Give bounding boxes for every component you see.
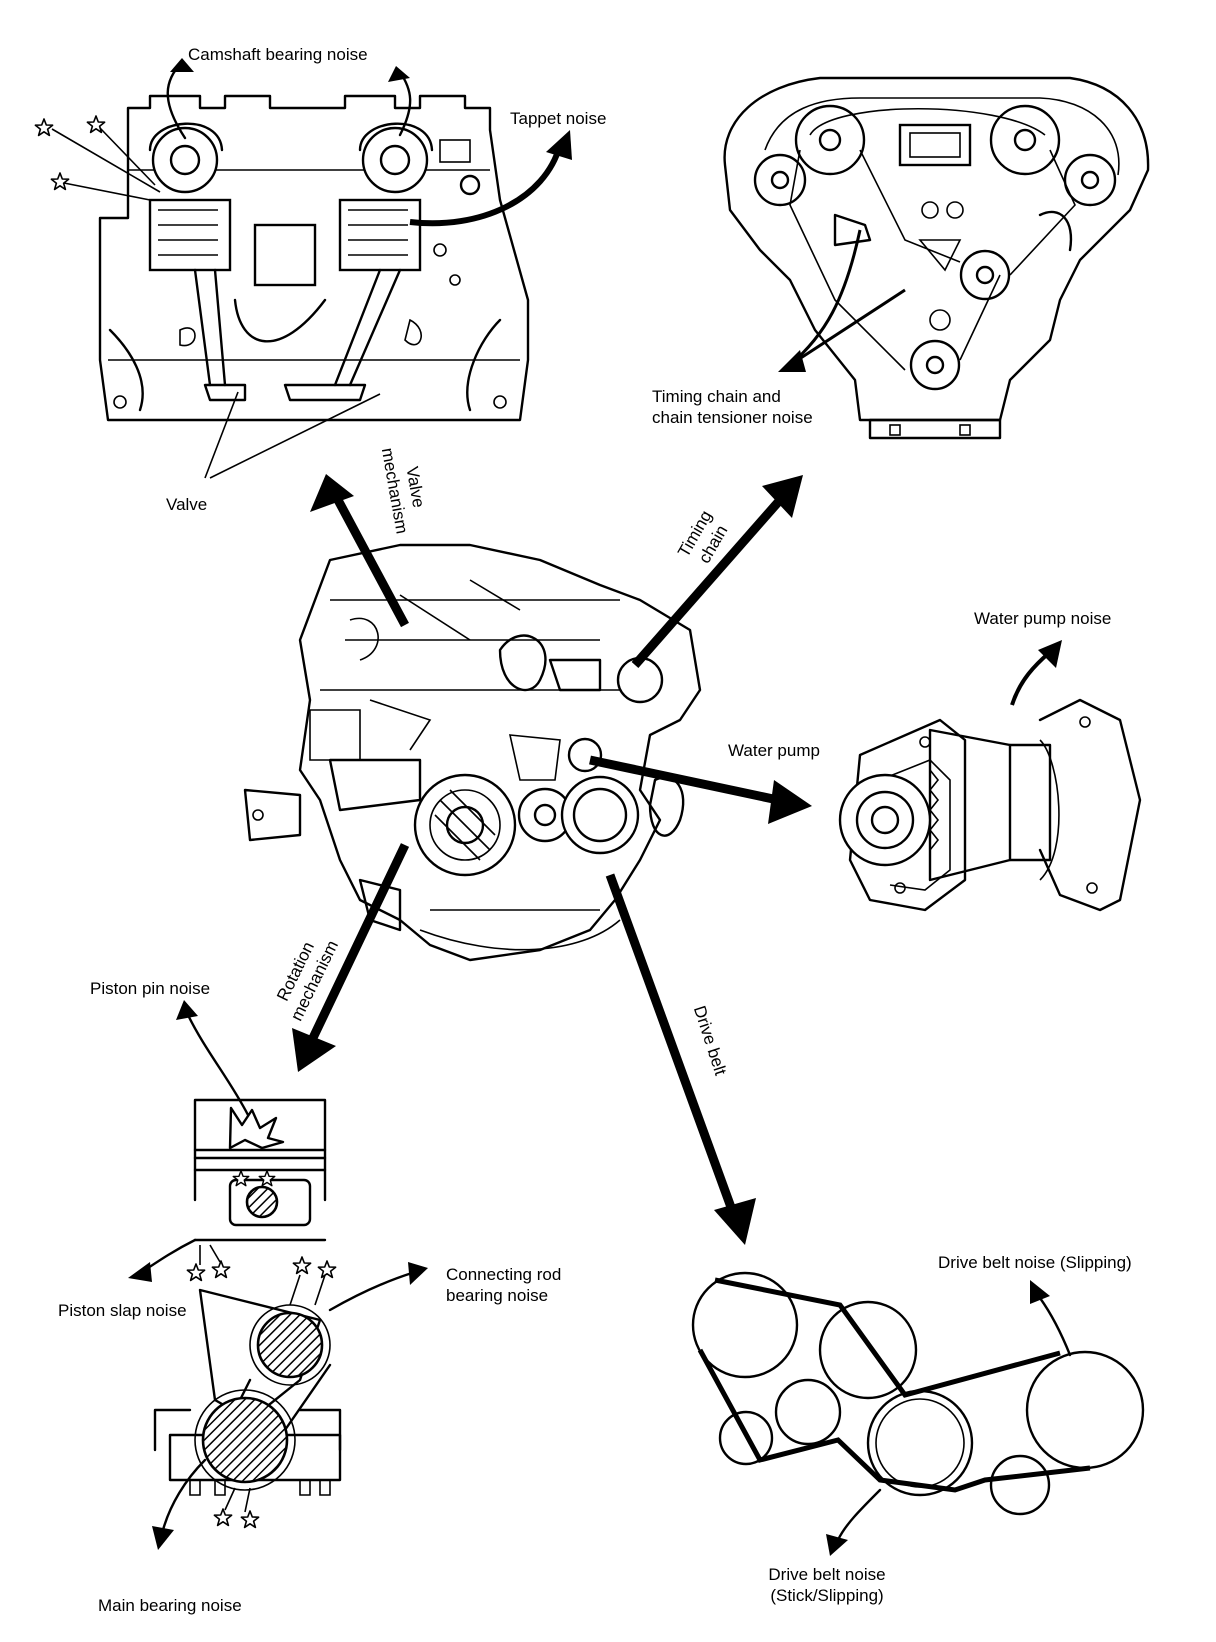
engine-illustration (243, 543, 702, 962)
star-icon (50, 172, 70, 191)
water-pump-arrow (589, 755, 812, 824)
valve-mechanism-arrow (310, 474, 409, 628)
drive-belt-noise-stick-line2: (Stick/Slipping) (770, 1586, 884, 1605)
water-pump-noise-label: Water pump noise (974, 609, 1112, 628)
timing-chain-arrow (631, 475, 803, 668)
drive-belt-arrow (605, 873, 756, 1245)
connecting-rod-bearing-noise-label: Connecting rod bearing noise (446, 1264, 561, 1306)
timing-chain-noise-label: Timing chain and chain tensioner noise (652, 386, 813, 428)
piston-illustration (153, 1098, 342, 1496)
drive-belt-noise-stick-slipping-label: Drive belt noise (Stick/Slipping) (742, 1564, 912, 1606)
timing-chain-illustration (723, 76, 1150, 440)
connecting-rod-label-line1: Connecting rod (446, 1265, 562, 1284)
main-bearing-noise-label: Main bearing noise (98, 1596, 242, 1615)
connecting-rod-label-line2: bearing noise (446, 1286, 549, 1305)
star-icon (34, 118, 54, 137)
star-icon (317, 1260, 337, 1279)
camshaft-bearing-noise-label: Camshaft bearing noise (188, 45, 368, 64)
star-icon (211, 1260, 231, 1279)
drive-belt-noise-slipping-label: Drive belt noise (Slipping) (938, 1253, 1132, 1272)
water-pump-label: Water pump (728, 741, 820, 760)
burst-icon (228, 1106, 285, 1150)
tappet-noise-label: Tappet noise (510, 109, 607, 128)
water-pump-illustration (838, 698, 1142, 912)
piston-pin-noise-label: Piston pin noise (90, 979, 211, 998)
cylinder-head-illustration (98, 94, 530, 422)
drive-belt-noise-stick-line1: Drive belt noise (768, 1565, 886, 1584)
valve-label: Valve (166, 495, 208, 514)
timing-chain-noise-label-line2: chain tensioner noise (652, 408, 813, 427)
piston-slap-noise-label: Piston slap noise (58, 1301, 187, 1320)
star-icon (240, 1510, 260, 1529)
drive-belt-illustration (691, 1271, 1145, 1516)
star-icon (292, 1256, 312, 1275)
star-icon (186, 1263, 206, 1282)
star-icon (213, 1508, 233, 1527)
rotation-mechanism-arrow (292, 843, 410, 1072)
timing-chain-noise-label-line1: Timing chain and (652, 387, 781, 406)
